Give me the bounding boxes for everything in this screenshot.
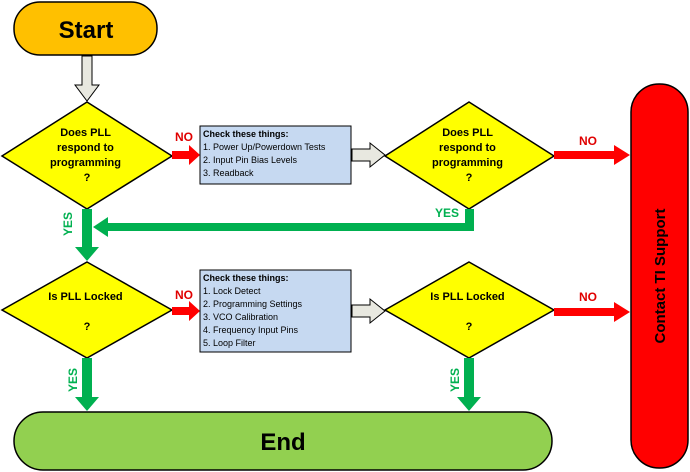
decision-text: ? bbox=[84, 172, 91, 184]
svg-text:Does PLL respond to: Does PLL respond to programming ? bbox=[432, 127, 506, 184]
contact-support-label: Contact TI Support bbox=[652, 209, 669, 344]
decision-text: Does PLL bbox=[442, 127, 493, 139]
yes-label: YES bbox=[61, 212, 75, 236]
svg-text:Check these things: 1.: Check these things: 1. Lock Detect 2. Pr… bbox=[203, 273, 305, 348]
checklist-item: 1. Power Up/Powerdown Tests bbox=[203, 142, 326, 152]
decision-text: Does PLL bbox=[60, 127, 111, 139]
contact-support-node: Contact TI Support bbox=[630, 83, 689, 469]
no-label: NO bbox=[579, 290, 597, 304]
svg-text:Does PLL respond to: Does PLL respond to programming ? bbox=[50, 127, 124, 184]
checklist-item: 2. Programming Settings bbox=[203, 299, 303, 309]
checklist-item: 2. Input Pin Bias Levels bbox=[203, 155, 298, 165]
no-arrow-3: NO bbox=[172, 288, 200, 321]
decision-respond-1: Does PLL respond to programming ? bbox=[0, 101, 174, 210]
flow-arrow-start bbox=[74, 55, 100, 102]
decision-text: ? bbox=[466, 172, 473, 184]
yes-arrow-4: YES bbox=[448, 358, 481, 411]
svg-text:Is PLL Locked ?: Is PLL Locked ? bbox=[430, 291, 507, 333]
checklist-item: 5. Loop Filter bbox=[203, 338, 256, 348]
decision-text: programming bbox=[432, 157, 503, 169]
svg-text:Check these things: 1.: Check these things: 1. Power Up/Powerdow… bbox=[203, 129, 328, 178]
yes-arrow-loop: YES bbox=[93, 206, 474, 237]
yes-arrow-1: YES bbox=[61, 209, 99, 261]
checklist-item: 3. VCO Calibration bbox=[203, 312, 278, 322]
decision-text: ? bbox=[466, 321, 473, 333]
no-arrow-4: NO bbox=[554, 290, 630, 322]
checklist-item: 4. Frequency Input Pins bbox=[203, 325, 299, 335]
yes-arrow-3: YES bbox=[66, 358, 99, 411]
flow-arrow-checklist-1 bbox=[351, 141, 386, 169]
no-label: NO bbox=[175, 288, 193, 302]
no-label: NO bbox=[579, 134, 597, 148]
no-arrow-1: NO bbox=[172, 130, 200, 165]
decision-text: Is PLL Locked bbox=[430, 291, 504, 303]
yes-label: YES bbox=[448, 368, 462, 392]
decision-text: Is PLL Locked bbox=[48, 291, 122, 303]
checklist-item: 1. Lock Detect bbox=[203, 286, 261, 296]
checklist-item: 3. Readback bbox=[203, 168, 254, 178]
checklist-title: Check these things: bbox=[203, 273, 289, 283]
decision-text: programming bbox=[50, 157, 121, 169]
start-label: Start bbox=[59, 17, 114, 44]
decision-respond-2: Does PLL respond to programming ? bbox=[383, 101, 556, 210]
svg-text:Is PLL Locked ?: Is PLL Locked ? bbox=[48, 291, 125, 333]
decision-locked-1: Is PLL Locked ? bbox=[0, 261, 174, 359]
checklist-programming: Check these things: 1. Power Up/Powerdow… bbox=[199, 125, 352, 185]
end-label: End bbox=[260, 429, 305, 456]
end-node: End bbox=[13, 411, 553, 471]
decision-text: respond to bbox=[439, 142, 496, 154]
flow-arrow-checklist-2 bbox=[351, 297, 386, 325]
yes-label: YES bbox=[435, 206, 459, 220]
decision-text: respond to bbox=[57, 142, 114, 154]
no-arrow-2: NO bbox=[554, 134, 630, 165]
checklist-title: Check these things: bbox=[203, 129, 289, 139]
decision-text: ? bbox=[84, 321, 91, 333]
checklist-lock: Check these things: 1. Lock Detect 2. Pr… bbox=[199, 269, 352, 353]
start-node: Start bbox=[13, 1, 158, 56]
yes-label: YES bbox=[66, 368, 80, 392]
no-label: NO bbox=[175, 130, 193, 144]
decision-locked-2: Is PLL Locked ? bbox=[383, 261, 556, 359]
